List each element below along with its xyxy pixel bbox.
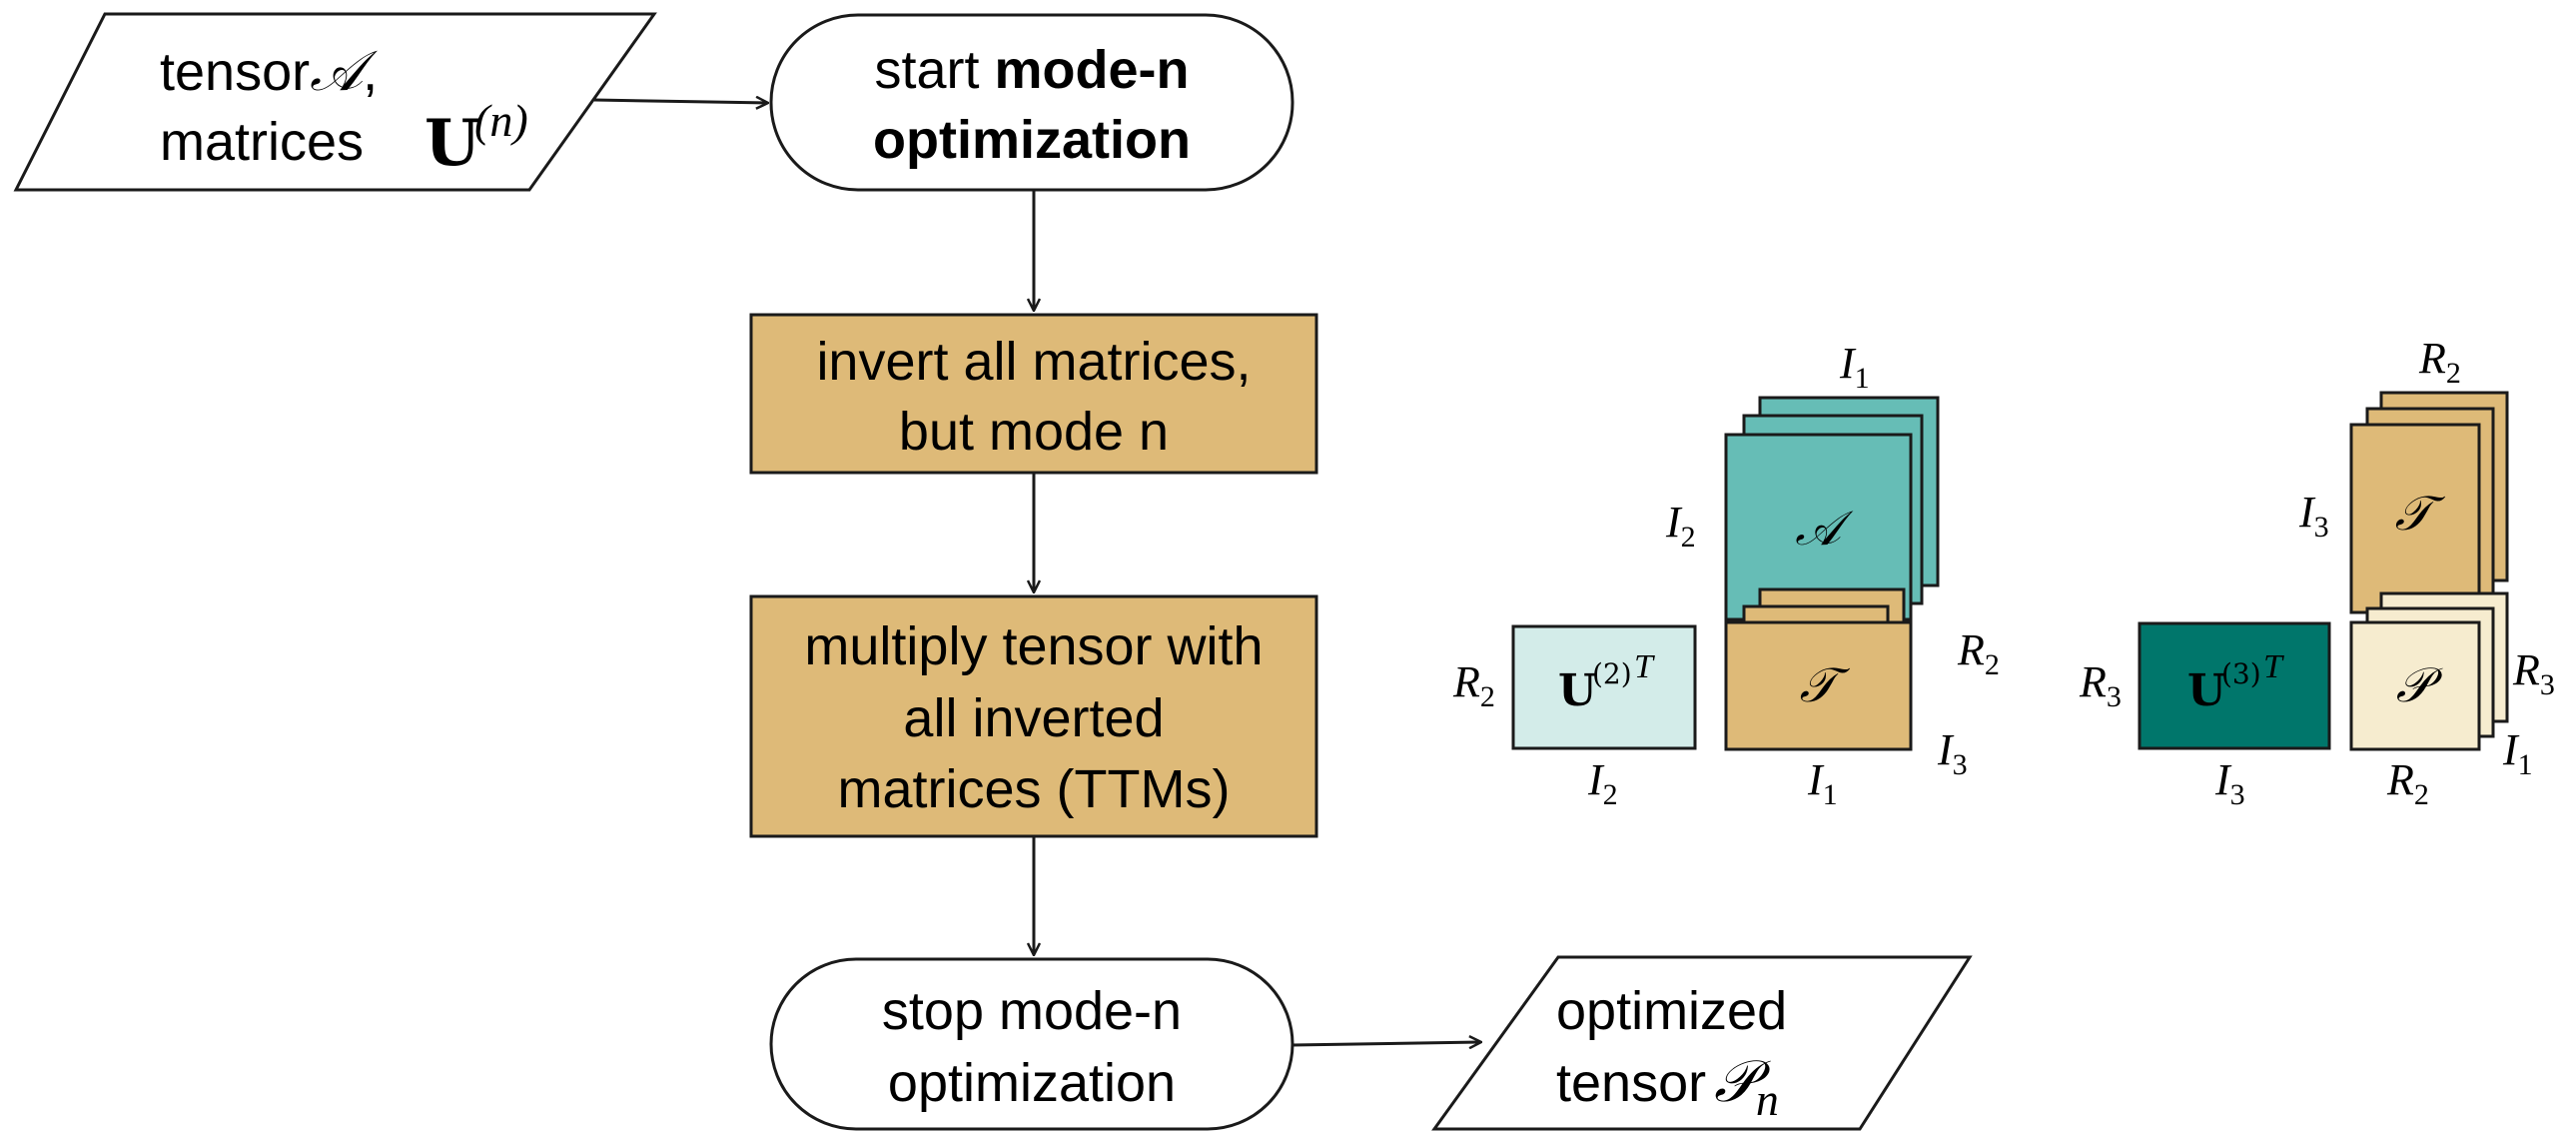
input-node: tensor𝒜, matrices U (n): [13, 12, 657, 192]
multiply-line1: multiply tensor with: [804, 616, 1263, 676]
label-b-right-r3: R3: [2512, 645, 2555, 701]
invert-line2: but mode n: [899, 402, 1169, 462]
start-line2: optimization: [873, 110, 1191, 170]
output-line1: optimized: [1556, 981, 1787, 1041]
label-right-r2: R2: [1957, 625, 2000, 681]
input-matrix-exponent: (n): [474, 95, 528, 146]
matrix-u2-symbol: U: [1558, 665, 1596, 716]
output-parallelogram: [1431, 955, 1973, 1131]
label-bottom-i1: I1: [1807, 755, 1838, 811]
arrow-stop-to-output: [1291, 1042, 1480, 1045]
matrix-u2-transpose-mark: T: [1634, 648, 1655, 685]
label-left-r2: R2: [1452, 657, 1495, 713]
matrix-u3-exponent: (3): [2221, 657, 2261, 690]
label-b-left-i3: I3: [2298, 488, 2329, 544]
input-line2: matrices: [160, 112, 364, 172]
tensor-t-slice-front: [1724, 620, 1913, 751]
label-bottom-i2: I2: [1587, 755, 1618, 811]
stop-line2: optimization: [888, 1053, 1176, 1113]
matrix-u2-exponent: (2): [1592, 657, 1632, 690]
arrow-input-to-start: [593, 100, 767, 103]
diagram-a-ttm-mode2: 𝒜 𝒯 U (2) T I1 I2 R2 I2 I1 R2 I3: [1452, 339, 2000, 811]
invert-line1: invert all matrices,: [816, 332, 1251, 392]
tensor-p-slice-front: [2349, 620, 2481, 751]
multiply-node: multiply tensor with all inverted matric…: [749, 594, 1318, 838]
matrix-u3-symbol: U: [2187, 665, 2225, 716]
label-left-i2: I2: [1665, 498, 1696, 554]
input-parallelogram: [13, 12, 657, 192]
input-line1: tensor𝒜,: [160, 39, 378, 104]
invert-process-box: [749, 313, 1318, 475]
label-top-i1: I1: [1839, 339, 1870, 395]
start-terminator: [769, 13, 1294, 192]
label-b-right-i1: I1: [2502, 725, 2533, 781]
matrix-u2-transpose: [1511, 624, 1697, 750]
label-right-i3: I3: [1937, 725, 1968, 781]
diagram-b-ttm-mode3: 𝒯 𝒫 U (3) T R2 I3 R3 I3 R2 R3 I1: [2079, 334, 2555, 811]
input-matrix-symbol: U: [425, 106, 480, 181]
stop-line1: stop mode-n: [882, 981, 1182, 1041]
invert-node: invert all matrices, but mode n: [749, 313, 1318, 475]
matrix-u3-transpose: [2138, 621, 2331, 750]
stop-node: stop mode-n optimization: [769, 957, 1294, 1131]
start-line1: start mode-n: [874, 40, 1189, 100]
label-b-bottom-i3: I3: [2214, 755, 2245, 811]
start-node: start mode-n optimization: [769, 13, 1294, 192]
label-b-bottom-r2: R2: [2386, 755, 2429, 811]
multiply-line2: all inverted: [903, 688, 1164, 748]
tensor-t-b-slice-front: [2349, 423, 2481, 614]
multiply-process-box: [749, 594, 1318, 838]
label-b-left-r3: R3: [2079, 657, 2122, 713]
multiply-line3: matrices (TTMs): [838, 759, 1231, 819]
label-b-top-r2: R2: [2418, 334, 2461, 390]
matrix-u3-transpose-mark: T: [2263, 648, 2284, 685]
